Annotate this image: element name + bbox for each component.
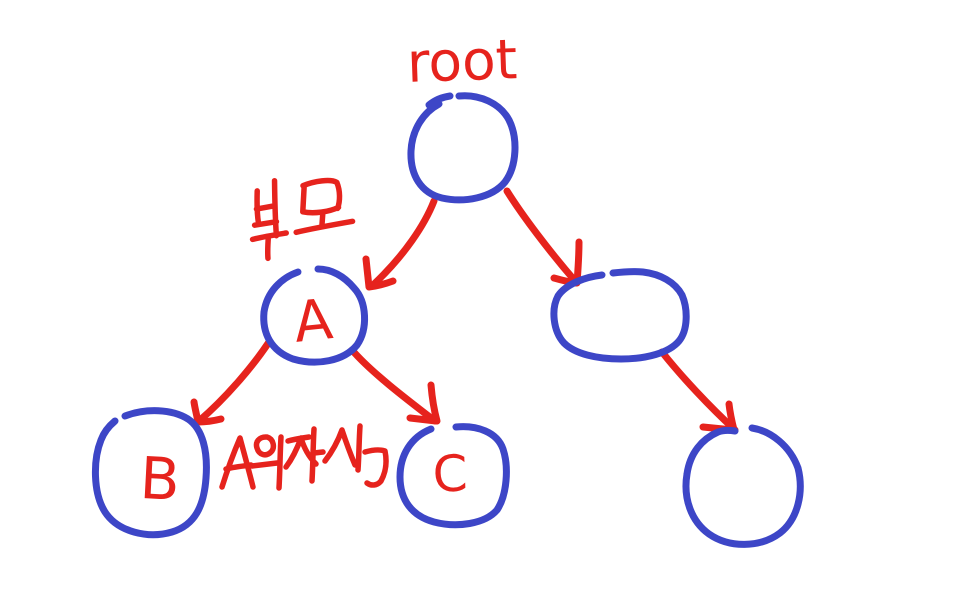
label-parent-korean-strokes-mo (293, 177, 356, 236)
edge-right-to-right-child (658, 348, 739, 434)
edge-root-to-a (362, 197, 438, 291)
node-c: C (396, 423, 510, 529)
label-children-of-a-strokes-sik (322, 423, 389, 488)
edge-a-to-b (190, 338, 273, 426)
label-parent-korean-strokes-bu (249, 177, 289, 262)
node-b-label: B (138, 444, 181, 514)
edge-a-to-b-arrowhead (190, 398, 225, 426)
edge-a-to-c-arrowhead (406, 381, 441, 425)
edge-root-to-right-shaft (503, 187, 580, 286)
edge-a-to-b-shaft (195, 338, 273, 425)
edge-a-to-c (348, 346, 441, 425)
node-right-child-outline (682, 424, 804, 548)
node-right (550, 268, 690, 363)
edge-root-to-a-shaft (369, 197, 438, 289)
edge-a-to-c-shaft (348, 346, 439, 425)
node-a-label: A (291, 287, 336, 356)
node-c-outline (396, 423, 510, 529)
label-children-of-a-strokes-ui (249, 434, 284, 491)
edge-root-to-a-arrowhead (362, 255, 397, 291)
label-children-of-a-strokes-ja (283, 426, 326, 484)
node-a-outline (260, 265, 369, 366)
root-label: root (406, 27, 518, 95)
label-children-of-a-strokes-A (219, 435, 256, 490)
node-c-label: C (432, 444, 469, 503)
edge-right-to-right-child-shaft (658, 348, 739, 434)
node-b: B (91, 407, 210, 539)
node-b-outline (91, 407, 210, 539)
label-children-of-a-korean (219, 423, 389, 491)
edge-root-to-right (503, 187, 583, 287)
label-parent-korean (249, 177, 356, 262)
node-right-child (682, 424, 804, 548)
node-a: A (260, 265, 369, 366)
node-root-outline (407, 92, 519, 204)
node-right-outline (550, 268, 690, 363)
node-root (407, 92, 519, 204)
